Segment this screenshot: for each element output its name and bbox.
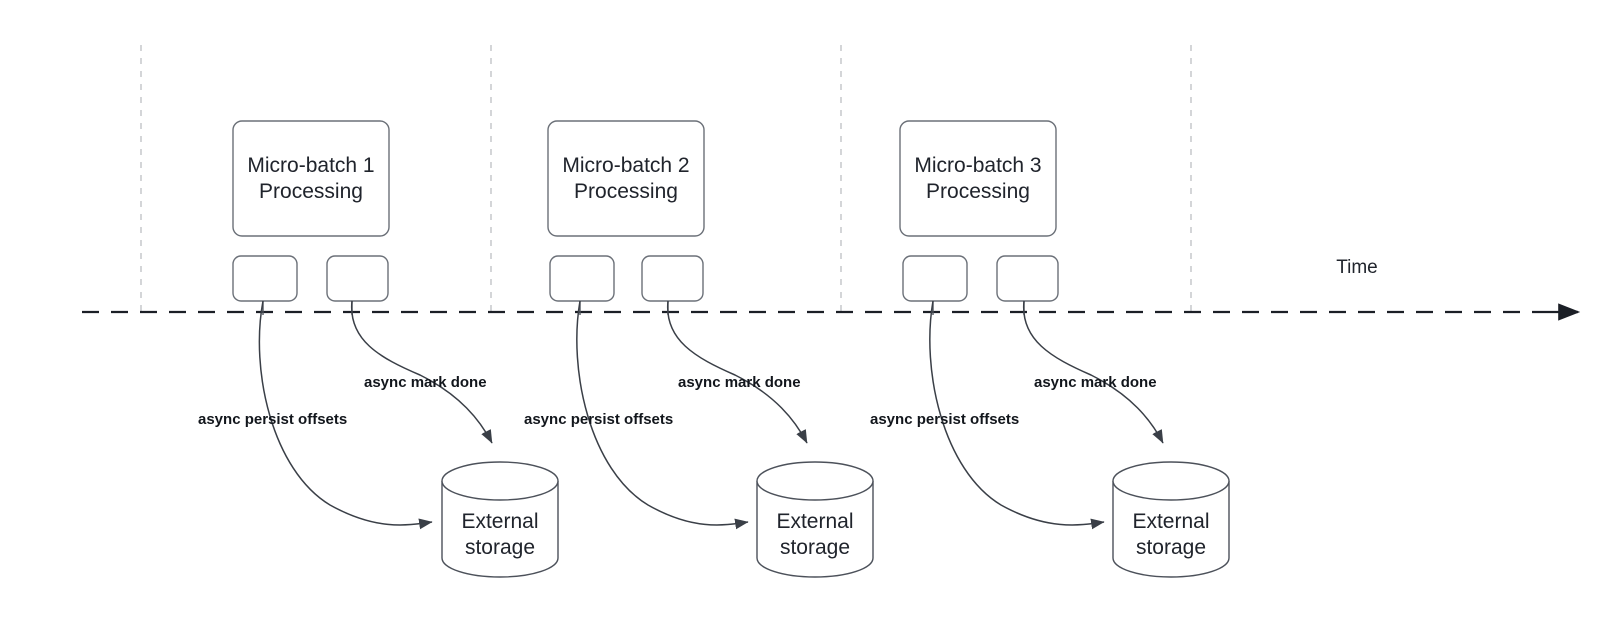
time-axis-label: Time — [1336, 257, 1378, 278]
external-storage-cylinder-top[interactable] — [756, 461, 874, 501]
external-storage-cylinder-body — [441, 481, 559, 578]
time-axis: Time — [82, 257, 1581, 321]
async-persist-offsets-label: async persist offsets — [524, 411, 673, 428]
micro-batch-title-line1: Micro-batch 3 — [914, 154, 1041, 177]
mini-task-left[interactable] — [549, 255, 615, 302]
async-mark-done-arrow — [667, 300, 808, 444]
async-mark-done-label: async mark done — [364, 374, 487, 391]
external-storage-label-line1: External — [776, 510, 853, 533]
mini-task-right[interactable] — [996, 255, 1059, 302]
external-storage-label-line1: External — [461, 510, 538, 533]
async-persist-offsets-arrow — [929, 300, 1105, 530]
guide-lines — [140, 45, 1192, 315]
external-storage-cylinder-top[interactable] — [1112, 461, 1230, 501]
micro-batch-title-line1: Micro-batch 1 — [247, 154, 374, 177]
external-storage-label-line2: storage — [780, 536, 850, 559]
micro-batch-title-line2: Processing — [259, 180, 363, 203]
async-mark-done-label: async mark done — [1034, 374, 1157, 391]
mini-task-right[interactable] — [641, 255, 704, 302]
async-mark-done-label: async mark done — [678, 374, 801, 391]
mini-task-right[interactable] — [326, 255, 389, 302]
async-persist-offsets-arrow — [258, 300, 433, 530]
async-mark-done-arrow — [351, 300, 493, 444]
micro-batch-box[interactable] — [547, 120, 705, 237]
mini-task-left[interactable] — [902, 255, 968, 302]
external-storage-cylinder-body — [756, 481, 874, 578]
external-storage-label-line2: storage — [465, 536, 535, 559]
micro-batch-box[interactable] — [232, 120, 390, 237]
mini-task-left[interactable] — [232, 255, 298, 302]
async-persist-offsets-label: async persist offsets — [198, 411, 347, 428]
external-storage-label-line1: External — [1132, 510, 1209, 533]
external-storage-label-line2: storage — [1136, 536, 1206, 559]
external-storage-cylinder-body — [1112, 481, 1230, 578]
async-persist-offsets-arrow — [576, 300, 749, 530]
micro-batch-box[interactable] — [899, 120, 1057, 237]
micro-batch-title-line2: Processing — [926, 180, 1030, 203]
async-mark-done-arrow — [1023, 300, 1164, 444]
micro-batch-title-line1: Micro-batch 2 — [562, 154, 689, 177]
micro-batch-title-line2: Processing — [574, 180, 678, 203]
external-storage-cylinder-top[interactable] — [441, 461, 559, 501]
async-persist-offsets-label: async persist offsets — [870, 411, 1019, 428]
